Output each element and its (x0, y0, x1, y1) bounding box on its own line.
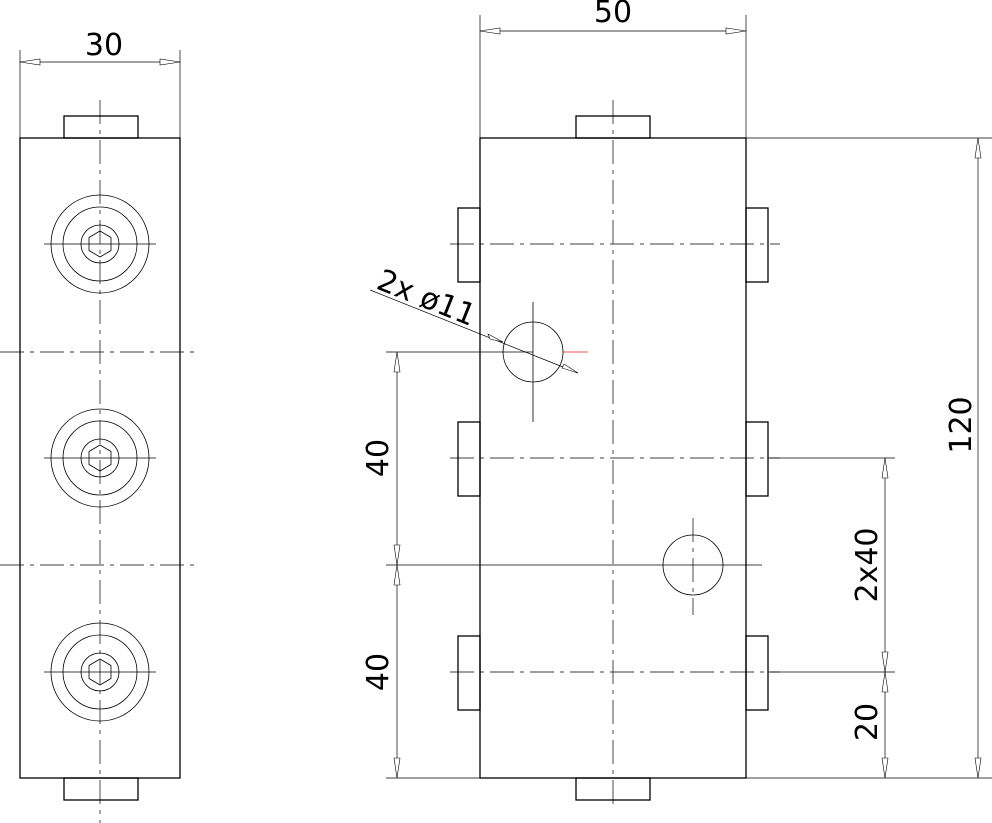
hole-callout-label: 2x ø11 (372, 263, 481, 334)
front-left-port-1 (457, 207, 481, 283)
mounting-hole-2 (662, 518, 724, 615)
side-view: 30 (0, 28, 200, 823)
side-width-dimension: 30 (19, 28, 181, 138)
hex-socket-icon (88, 230, 112, 258)
front-left-port-2 (457, 421, 481, 497)
port-spacing-dimension: 2x40 (850, 457, 889, 673)
lower-spacing-label: 40 (361, 653, 396, 691)
front-right-port-2 (745, 421, 769, 497)
upper-spacing-dimension: 40 (361, 351, 401, 566)
hex-socket-icon (88, 658, 112, 686)
side-port-3 (44, 622, 156, 722)
port-spacing-label: 2x40 (850, 527, 885, 602)
mounting-hole-1 (502, 302, 588, 422)
lower-spacing-dimension: 40 (361, 564, 401, 779)
hex-socket-icon (88, 444, 112, 472)
front-right-port-1 (745, 207, 769, 283)
hole-callout: 2x ø11 (369, 263, 579, 374)
bottom-offset-dimension: 20 (850, 671, 889, 779)
total-height-label: 120 (944, 396, 979, 453)
front-left-port-3 (457, 635, 481, 711)
total-height-dimension: 120 (944, 137, 982, 779)
side-port-2 (44, 408, 156, 508)
front-width-dimension: 50 (479, 0, 747, 138)
bottom-offset-label: 20 (850, 703, 885, 741)
front-right-port-3 (745, 635, 769, 711)
front-width-label: 50 (594, 0, 632, 30)
side-view-top-stub (63, 115, 139, 139)
upper-spacing-label: 40 (361, 439, 396, 477)
front-view: 2x ø11 40 40 50 (361, 0, 992, 805)
side-width-label: 30 (85, 28, 123, 63)
side-port-1 (44, 194, 156, 294)
side-view-bottom-stub (63, 777, 139, 801)
